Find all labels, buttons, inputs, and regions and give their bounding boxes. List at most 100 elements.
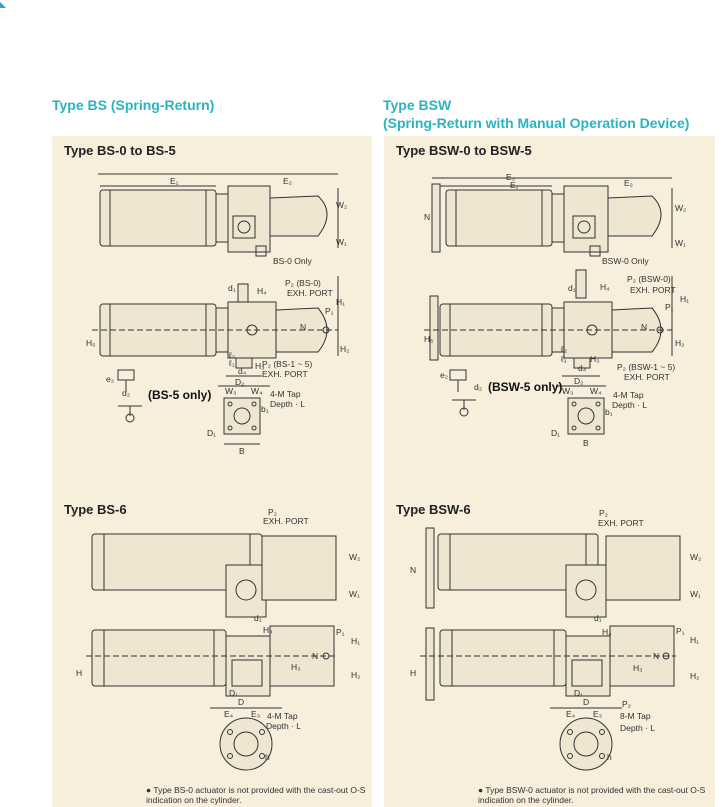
label-D-bsw6: D bbox=[583, 697, 590, 707]
label-4m-tap-1: 4-M Tap bbox=[270, 389, 301, 399]
label-p1-bs6: P₁ bbox=[336, 627, 345, 637]
label-n: N bbox=[300, 322, 307, 332]
label-d1-bsw: d₁ bbox=[568, 283, 576, 293]
label-D2: D₂ bbox=[235, 377, 245, 387]
label-w3: W₃ bbox=[225, 386, 237, 396]
label-bs-0-only: BS-0 Only bbox=[273, 256, 312, 266]
label-h4-bsw6: H₄ bbox=[602, 627, 612, 637]
label-h3-bsw6: H₃ bbox=[633, 663, 643, 673]
label-h1: H₁ bbox=[336, 297, 346, 307]
label-p2-bs6: P₂ bbox=[268, 507, 277, 517]
label-l1: ℓ₁ bbox=[229, 358, 235, 368]
label-h3-bs6: H₃ bbox=[291, 662, 301, 672]
label-h1-bsw: H₁ bbox=[680, 294, 690, 304]
heading-bs-0-to-5: Type BS-0 to BS-5 bbox=[64, 143, 176, 158]
label-e2-small: e₂ bbox=[106, 374, 115, 384]
label-D1-bsw6: D₁ bbox=[574, 688, 584, 698]
label-e3-bsw6: E₃ bbox=[593, 709, 603, 719]
footnote-bs: ● Type BS-0 actuator is not provided wit… bbox=[146, 785, 366, 805]
label-8m-tap-bsw6: 8-M Tap bbox=[620, 711, 651, 721]
handwheel-top bbox=[432, 184, 440, 252]
label-p2-bsw0: P₂ (BSW-0) bbox=[627, 274, 671, 284]
label-n-bsw-top: N bbox=[424, 212, 431, 222]
label-e2-bsw: E₂ bbox=[624, 178, 633, 188]
label-D-bs6: D bbox=[238, 697, 245, 707]
label-b1: b₁ bbox=[261, 404, 269, 414]
label-l2: ℓ₂ bbox=[229, 350, 236, 360]
label-p1-bsw: P₁ bbox=[665, 302, 674, 312]
label-w3-bsw: W₃ bbox=[562, 386, 574, 396]
label-D1-bs6: D₁ bbox=[229, 688, 239, 698]
label-w4-bsw: W₄ bbox=[590, 386, 602, 396]
label-d2-small: d₂ bbox=[122, 388, 131, 398]
heading-bsw-6: Type BSW-6 bbox=[396, 502, 471, 517]
label-exh-port-1: EXH. PORT bbox=[287, 288, 333, 298]
panel-bs bbox=[52, 136, 372, 807]
label-h-small-bs6: h bbox=[265, 752, 270, 762]
label-p2-bsw6: P₂ bbox=[599, 508, 608, 518]
label-4m-tap-bsw: 4-M Tap bbox=[613, 390, 644, 400]
label-d1: d₁ bbox=[228, 283, 236, 293]
label-h2: H₂ bbox=[340, 344, 350, 354]
label-w2-bsw6: W₂ bbox=[690, 552, 702, 562]
label-D2-bsw: D₂ bbox=[574, 376, 584, 386]
label-d1-bsw6: d₁ bbox=[594, 613, 602, 623]
label-depth-bsw: Depth · L bbox=[612, 400, 647, 410]
label-l2-bsw: ℓ₂ bbox=[561, 344, 568, 354]
label-d1-bs6: d₁ bbox=[254, 613, 262, 623]
label-w1-bsw: W₁ bbox=[675, 238, 686, 248]
label-h5-bsw: H₅ bbox=[424, 334, 434, 344]
label-D1-bsw: D₁ bbox=[551, 428, 561, 438]
label-h2-bsw6: H₂ bbox=[690, 671, 700, 681]
label-h3-bsw: H₃ bbox=[590, 354, 600, 364]
label-b-bsw: B bbox=[583, 438, 589, 448]
label-bsw-0-only: BSW-0 Only bbox=[602, 256, 649, 266]
note-bsw5-only: (BSW-5 only) bbox=[488, 380, 563, 394]
label-h-small-bsw6: h bbox=[607, 752, 612, 762]
label-e4-bsw6: E₄ bbox=[566, 709, 576, 719]
label-h4-bs6: H₄ bbox=[263, 625, 273, 635]
label-depth-1: Depth · L bbox=[270, 399, 305, 409]
label-depth-bsw6: Depth · L bbox=[620, 723, 655, 733]
label-p2-bsw1-5: P₂ (BSW-1 ~ 5) bbox=[617, 362, 676, 372]
label-exh-port-2: EXH. PORT bbox=[262, 369, 308, 379]
label-D1: D₁ bbox=[207, 428, 217, 438]
label-l1-bsw: ℓ₁ bbox=[561, 354, 567, 364]
label-h2-bsw: H₂ bbox=[675, 338, 685, 348]
label-4m-tap-bs6: 4-M Tap bbox=[267, 711, 298, 721]
label-h4: H₄ bbox=[257, 286, 267, 296]
label-p1-bsw6: P₁ bbox=[676, 626, 685, 636]
label-e4-bs6: E₄ bbox=[224, 709, 234, 719]
section-subtitle-type-bsw: (Spring-Return with Manual Operation Dev… bbox=[383, 115, 690, 131]
heading-bs-6: Type BS-6 bbox=[64, 502, 127, 517]
label-d4-bsw: d₄ bbox=[578, 363, 587, 373]
label-p2-bs1-5: P₂ (BS-1 ~ 5) bbox=[262, 359, 313, 369]
label-w1: W₁ bbox=[336, 237, 347, 247]
label-e1: E₁ bbox=[170, 176, 179, 186]
label-h1-bs6: H₁ bbox=[351, 636, 361, 646]
label-p2-bs0: P₂ (BS-0) bbox=[285, 278, 321, 288]
label-h4-bsw: H₄ bbox=[600, 282, 610, 292]
label-w1-bs6: W₁ bbox=[349, 589, 360, 599]
label-h-bsw6: H bbox=[410, 668, 417, 678]
corner-mark: ◣ bbox=[0, 0, 7, 9]
label-p2-bsw6-side: P₂ bbox=[622, 699, 631, 709]
label-e2: E₂ bbox=[283, 176, 292, 186]
label-h5: H₅ bbox=[86, 338, 96, 348]
label-b: B bbox=[239, 446, 245, 456]
label-exh-port-bsw-2: EXH. PORT bbox=[624, 372, 670, 382]
label-w2-bsw: W₂ bbox=[675, 203, 687, 213]
label-exh-port-bsw6: EXH. PORT bbox=[598, 518, 644, 528]
label-n-bsw6: N bbox=[653, 651, 660, 661]
label-e3-bsw: E₃ bbox=[506, 172, 516, 182]
label-h1-bsw6: H₁ bbox=[690, 635, 700, 645]
label-w4: W₄ bbox=[251, 386, 263, 396]
label-e3-bs6: E₃ bbox=[251, 709, 261, 719]
label-n-bsw: N bbox=[641, 322, 648, 332]
spring-cap bbox=[270, 196, 327, 236]
label-n-bsw6-top: N bbox=[410, 565, 417, 575]
label-h3: H₃ bbox=[255, 361, 265, 371]
section-title-type-bs: Type BS (Spring-Return) bbox=[52, 97, 215, 113]
label-d4: d₄ bbox=[238, 366, 247, 376]
